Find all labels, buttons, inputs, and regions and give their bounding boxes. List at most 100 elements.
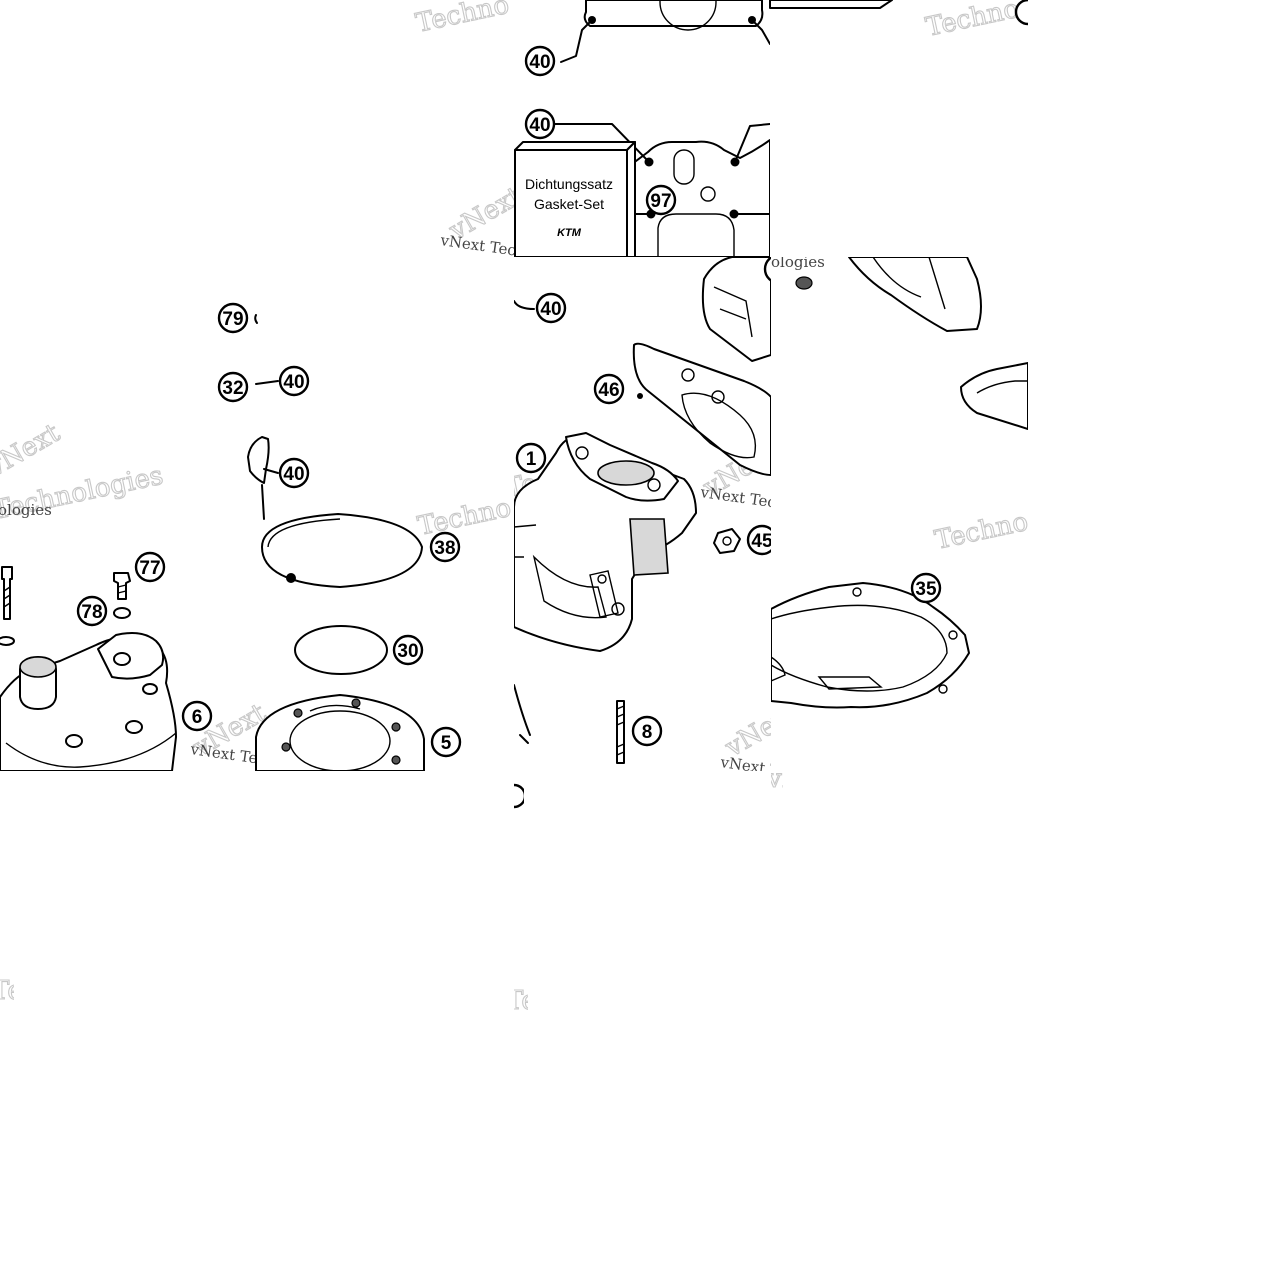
callout-partial: [1014, 0, 1028, 26]
callout-35: 35: [910, 572, 942, 604]
fragment-callout: [514, 783, 524, 809]
callout-partial: [514, 783, 524, 809]
insert-bore: [289, 710, 391, 771]
cylinder-bore-top: [597, 460, 655, 486]
wire-line: [519, 734, 529, 744]
svg-text:97: 97: [650, 191, 671, 212]
head-rim: [5, 732, 177, 768]
ktm-logo: KTM: [557, 227, 582, 239]
svg-text:78: 78: [81, 602, 102, 623]
callout-77: 77: [134, 551, 166, 583]
housing-detail: [713, 286, 753, 338]
seal-dot: [286, 573, 296, 583]
svg-text:40: 40: [529, 115, 550, 136]
callout-78: 78: [76, 595, 108, 627]
callout-45-label: 45: [751, 531, 771, 552]
flange-nut: [713, 528, 741, 554]
watermark-text: Techno: [0, 976, 14, 1006]
head-bolt-hole: [65, 734, 83, 748]
callout-30: 30: [392, 634, 424, 666]
callout-6: 6: [181, 700, 213, 732]
leader-line: [751, 19, 770, 45]
long-bolt: [1, 566, 13, 620]
leader-line: [263, 468, 279, 474]
o-ring: [294, 625, 388, 675]
gasket-hole: [681, 368, 695, 382]
svg-text:46: 46: [598, 380, 619, 401]
tile-fragment-mid-low: Techno: [514, 985, 528, 1035]
base-gasket-port: [817, 676, 883, 690]
gasket-hole: [938, 684, 948, 694]
svg-text:40: 40: [283, 464, 304, 485]
leader-line: [553, 123, 650, 163]
callout-46: 46: [593, 373, 625, 405]
fragment-watermark: vNext: [771, 771, 783, 791]
callout-1: 1: [515, 442, 547, 474]
cylinder-hole: [611, 602, 625, 616]
fragment-watermark: Techno: [0, 975, 14, 1006]
svg-text:77: 77: [139, 558, 160, 579]
leader-line: [261, 484, 265, 520]
callout-40: 40: [535, 292, 567, 324]
head-bolt-hole: [125, 720, 143, 734]
callout-38: 38: [429, 531, 461, 563]
gasket-hole: [852, 587, 862, 597]
small-nut: [795, 276, 813, 290]
gasket-set-label-en: Gasket-Set: [534, 196, 604, 212]
svg-text:40: 40: [540, 299, 561, 320]
insert-hole: [351, 698, 361, 708]
washer: [0, 636, 15, 646]
callout-5: 5: [430, 726, 462, 758]
top-right-drawing: Techno: [770, 0, 1028, 43]
watermark-text: vNext Tec: [698, 483, 771, 512]
tile-fragment-right: vNext: [771, 771, 783, 791]
box-top: [514, 141, 636, 151]
callout-40: 40: [278, 365, 310, 397]
svg-text:40: 40: [529, 52, 550, 73]
cylinder-head-seal: [261, 513, 423, 588]
tile-base-gasket: ologies Techno 35: [771, 257, 1028, 771]
svg-text:6: 6: [192, 707, 203, 728]
box-edge: [770, 0, 893, 9]
fragment-watermark: Techno: [514, 985, 528, 1016]
tile-cylinder-head: vNext Technologies ologies Techno vNext …: [0, 257, 514, 771]
callout-97: 97: [645, 184, 677, 216]
callout-79: 79: [217, 302, 249, 334]
base-gasket-drawing: ologies Techno 35: [771, 257, 1028, 709]
svg-text:30: 30: [397, 641, 418, 662]
watermark-text: vNext: [771, 771, 783, 791]
reed-valve-gasket: [632, 342, 771, 476]
watermark-text: Techno: [415, 493, 514, 542]
bolt-thread: [117, 584, 127, 594]
tile-cylinder: Techno vNext vNext Tec vNext Tec vNext 4…: [514, 257, 771, 771]
gasket-hole: [948, 630, 958, 640]
gasket-port: [657, 213, 735, 257]
gasket-set-box: Dichtungssatz Gasket-Set KTM 97: [514, 141, 677, 257]
stud-thread: [616, 705, 625, 756]
box-side: [626, 141, 636, 257]
cylinder-rib: [514, 524, 537, 558]
callout-8: 8: [631, 715, 663, 747]
insert-hole: [293, 708, 303, 718]
bolt-thread: [3, 586, 11, 608]
svg-text:32: 32: [222, 378, 243, 399]
leader-line: [560, 19, 593, 63]
svg-text:38: 38: [434, 538, 455, 559]
cylinder-hole: [575, 446, 589, 460]
exhaust-port: [629, 518, 669, 576]
boss-top: [19, 656, 57, 678]
head-bolt-hole: [142, 683, 158, 695]
insert-slot: [309, 704, 361, 712]
callout-40: 40: [524, 45, 556, 77]
insert-hole: [391, 755, 401, 765]
svg-text:40: 40: [283, 372, 304, 393]
washer: [113, 607, 131, 619]
bracket-hole: [113, 652, 131, 666]
watermark-text: vNext: [0, 418, 65, 484]
watermark-text: Techno: [514, 986, 528, 1016]
svg-text:35: 35: [915, 579, 937, 600]
flange-gasket-top: [583, 0, 764, 27]
gasket-inner: [976, 380, 1028, 394]
callout-45: [746, 524, 771, 556]
intake-gasket: [960, 362, 1028, 430]
